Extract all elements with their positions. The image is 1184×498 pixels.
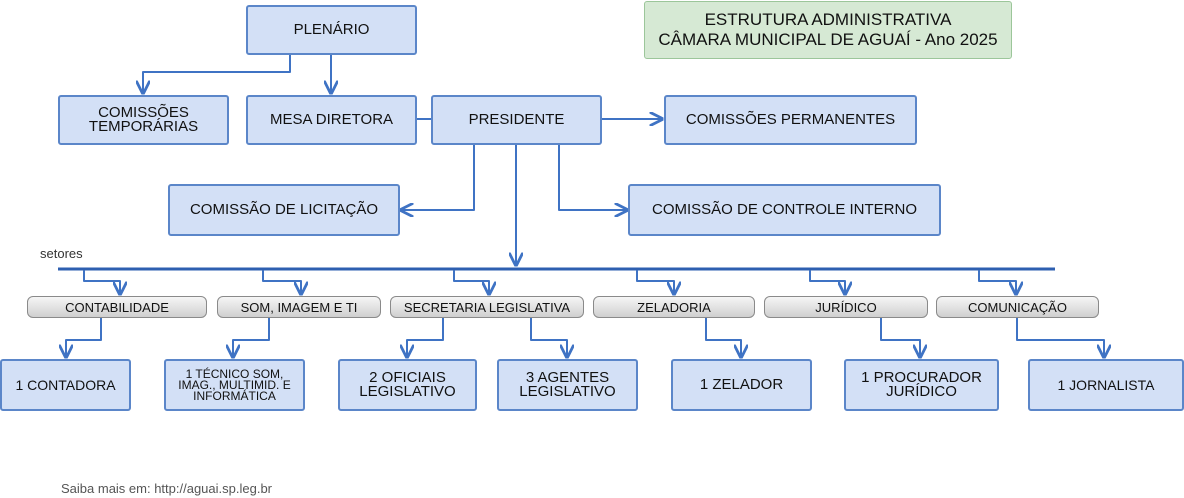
connector-contabilidade-contadora — [66, 318, 102, 357]
connector-juridico-procurador — [880, 318, 920, 357]
connector-bus-zeladoria — [636, 270, 674, 294]
sector-contabilidade: CONTABILIDADE — [27, 296, 207, 318]
node-comissoes-temporarias: COMISSÕES TEMPORÁRIAS — [58, 95, 229, 145]
diagram-title: ESTRUTURA ADMINISTRATIVA CÂMARA MUNICIPA… — [644, 1, 1012, 59]
sector-som-imagem-ti: SOM, IMAGEM E TI — [217, 296, 381, 318]
connector-bus-som — [262, 270, 301, 294]
connector-presidente-licitacao — [401, 145, 475, 210]
node-comissao-controle-interno: COMISSÃO DE CONTROLE INTERNO — [628, 184, 941, 236]
title-line-1: ESTRUTURA ADMINISTRATIVA — [704, 10, 952, 29]
node-mesa-diretora: MESA DIRETORA — [246, 95, 417, 145]
connector-bus-juridico — [809, 270, 845, 294]
connector-comunicacao-jornalista — [1016, 318, 1104, 357]
node-plenario: PLENÁRIO — [246, 5, 417, 55]
sectors-label: setores — [40, 246, 83, 261]
node-presidente: PRESIDENTE — [431, 95, 602, 145]
connector-secretaria-oficiais — [407, 318, 444, 357]
staff-jornalista: 1 JORNALISTA — [1028, 359, 1184, 411]
connector-zeladoria-zelador — [705, 318, 741, 357]
node-comissao-licitacao: COMISSÃO DE LICITAÇÃO — [168, 184, 400, 236]
connector-bus-comunicacao — [978, 270, 1016, 294]
staff-procurador: 1 PROCURADOR JURÍDICO — [844, 359, 999, 411]
connector-plenario-temporarias — [143, 55, 291, 93]
staff-contadora: 1 CONTADORA — [0, 359, 131, 411]
connector-secretaria-agentes — [530, 318, 567, 357]
staff-agentes: 3 AGENTES LEGISLATIVO — [497, 359, 638, 411]
connector-bus-contabilidade — [83, 270, 120, 294]
footer-link-text: Saiba mais em: http://aguai.sp.leg.br — [61, 481, 273, 496]
staff-tecnico: 1 TÉCNICO SOM, IMAG., MULTIMID. E INFORM… — [164, 359, 305, 411]
connector-som-tecnico — [233, 318, 270, 357]
staff-zelador: 1 ZELADOR — [671, 359, 812, 411]
sector-secretaria-legislativa: SECRETARIA LEGISLATIVA — [390, 296, 584, 318]
connector-bus-secretaria — [453, 270, 489, 294]
sector-comunicacao: COMUNICAÇÃO — [936, 296, 1099, 318]
sector-juridico: JURÍDICO — [764, 296, 928, 318]
sector-zeladoria: ZELADORIA — [593, 296, 755, 318]
title-line-2: CÂMARA MUNICIPAL DE AGUAÍ - Ano 2025 — [658, 30, 998, 49]
node-comissoes-permanentes: COMISSÕES PERMANENTES — [664, 95, 917, 145]
connector-presidente-controle — [558, 145, 627, 210]
staff-oficiais: 2 OFICIAIS LEGISLATIVO — [338, 359, 477, 411]
